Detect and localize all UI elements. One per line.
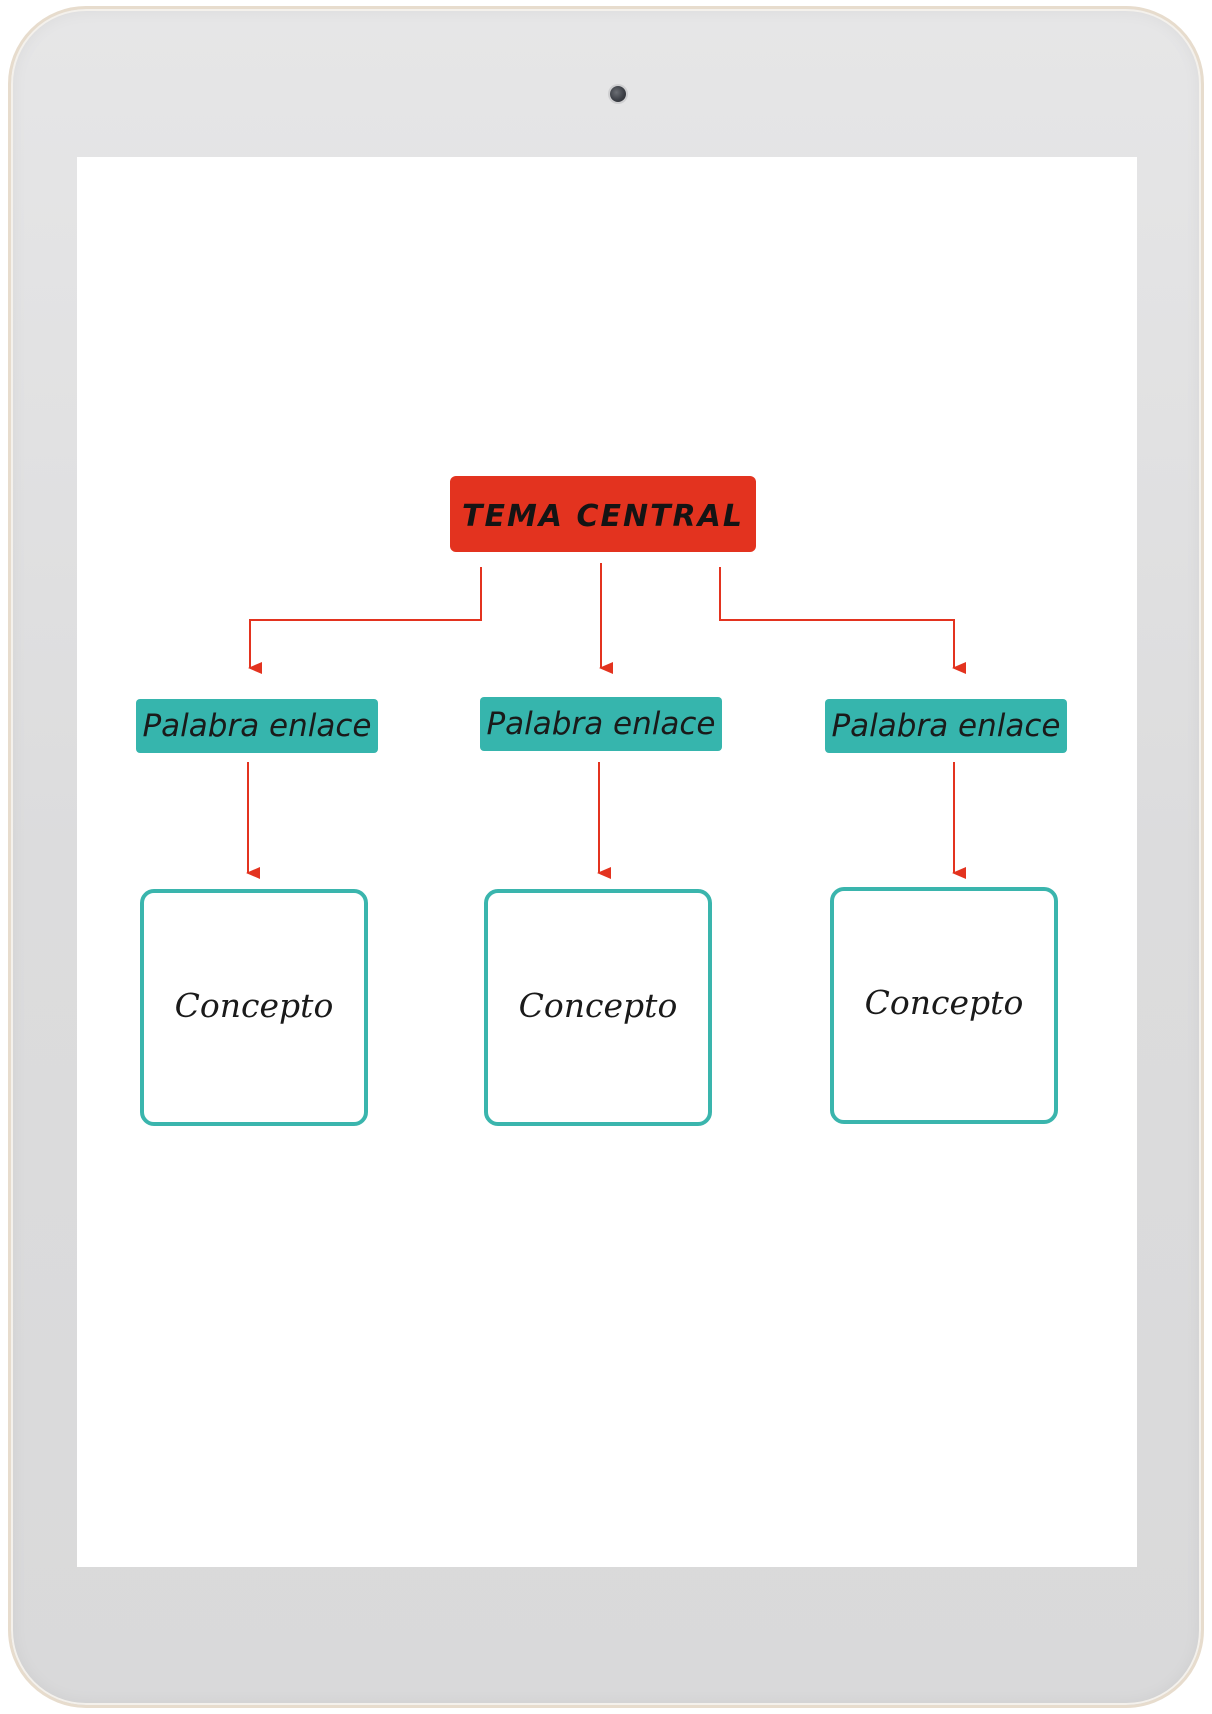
- central-topic-label: TEMA CENTRAL: [462, 499, 744, 534]
- concept-label: Concepto: [175, 986, 334, 1025]
- concept-label: Concepto: [865, 983, 1024, 1022]
- central-to-link-connectors: [248, 563, 966, 674]
- connector-right: [719, 567, 966, 674]
- link-word-node-3: Palabra enlace: [825, 699, 1067, 753]
- concept-node-2: Concepto: [484, 889, 712, 1126]
- concept-node-3: Concepto: [830, 887, 1058, 1124]
- link-word-label: Palabra enlace: [831, 708, 1060, 744]
- concept-map: TEMA CENTRAL Palabra enlace Palabra enla…: [136, 476, 1067, 1126]
- link-word-label: Palabra enlace: [486, 706, 715, 742]
- link-to-concept-connectors: [246, 762, 966, 879]
- link-word-node-1: Palabra enlace: [136, 699, 378, 753]
- link-word-label: Palabra enlace: [142, 708, 371, 744]
- central-topic-node: TEMA CENTRAL: [450, 476, 756, 552]
- front-camera-icon: [610, 86, 626, 102]
- concept-node-1: Concepto: [140, 889, 368, 1126]
- tablet-screen: TEMA CENTRAL Palabra enlace Palabra enla…: [77, 157, 1137, 1567]
- concept-label: Concepto: [519, 986, 678, 1025]
- connector-left: [248, 567, 482, 674]
- link-word-node-2: Palabra enlace: [480, 697, 722, 751]
